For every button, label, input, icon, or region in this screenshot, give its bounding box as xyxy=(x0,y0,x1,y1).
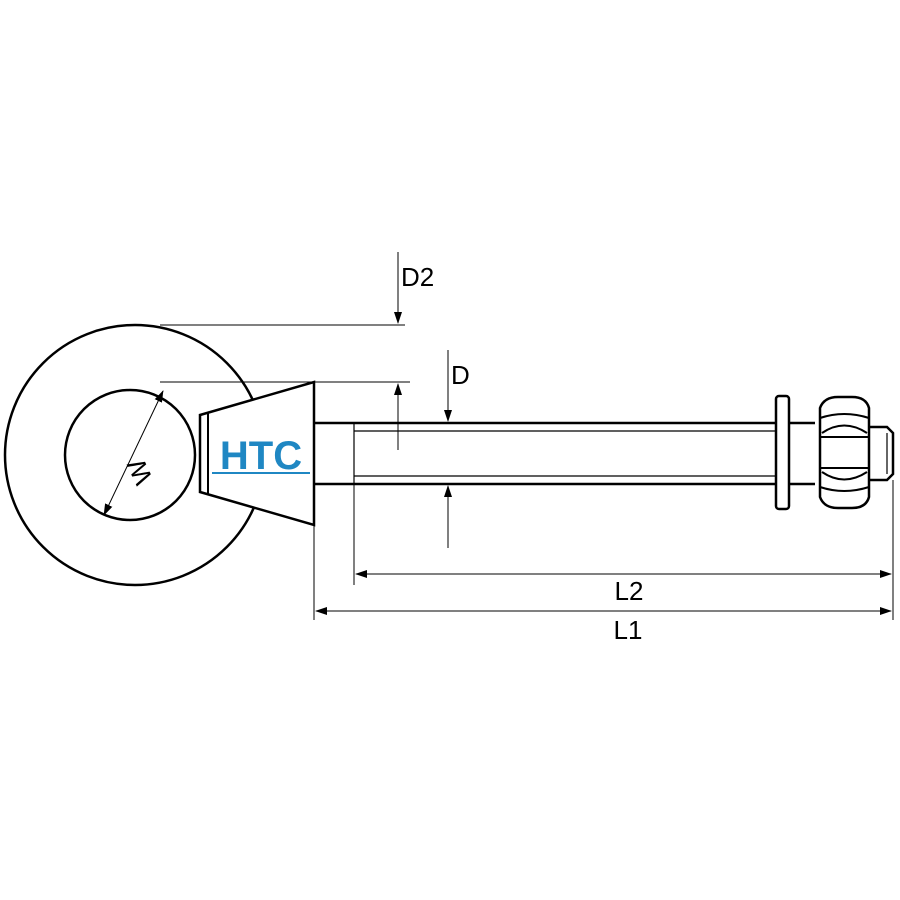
dim-w-arrow xyxy=(103,390,164,516)
dim-l1-label: L1 xyxy=(614,615,643,645)
dim-w-label: W xyxy=(121,454,159,489)
htc-logo-text: HTC xyxy=(220,434,302,478)
bolt-end xyxy=(869,425,895,482)
dim-d-label: D xyxy=(451,360,470,390)
washer xyxy=(774,394,791,511)
dim-l1: L1 xyxy=(315,607,892,645)
dim-d2: D2 xyxy=(394,252,434,450)
dim-d2-label: D2 xyxy=(401,262,434,292)
hex-nut-top-arc xyxy=(821,424,868,434)
hex-nut xyxy=(818,395,871,510)
dim-w: W xyxy=(103,390,164,516)
hex-nut-outline xyxy=(818,395,871,510)
collar: HTC xyxy=(198,380,316,527)
dim-l2: L2 xyxy=(355,570,892,606)
bolt-end-outline xyxy=(869,425,895,482)
eye-inner-circle xyxy=(63,388,197,522)
hex-nut-bottom-chamfer xyxy=(819,486,870,492)
hex-nut-top-chamfer xyxy=(819,413,870,419)
hex-nut-bottom-arc xyxy=(821,471,868,481)
extension-lines xyxy=(160,324,894,620)
dim-l2-label: L2 xyxy=(615,576,644,606)
dim-d: D xyxy=(444,350,470,548)
shank xyxy=(314,421,815,486)
